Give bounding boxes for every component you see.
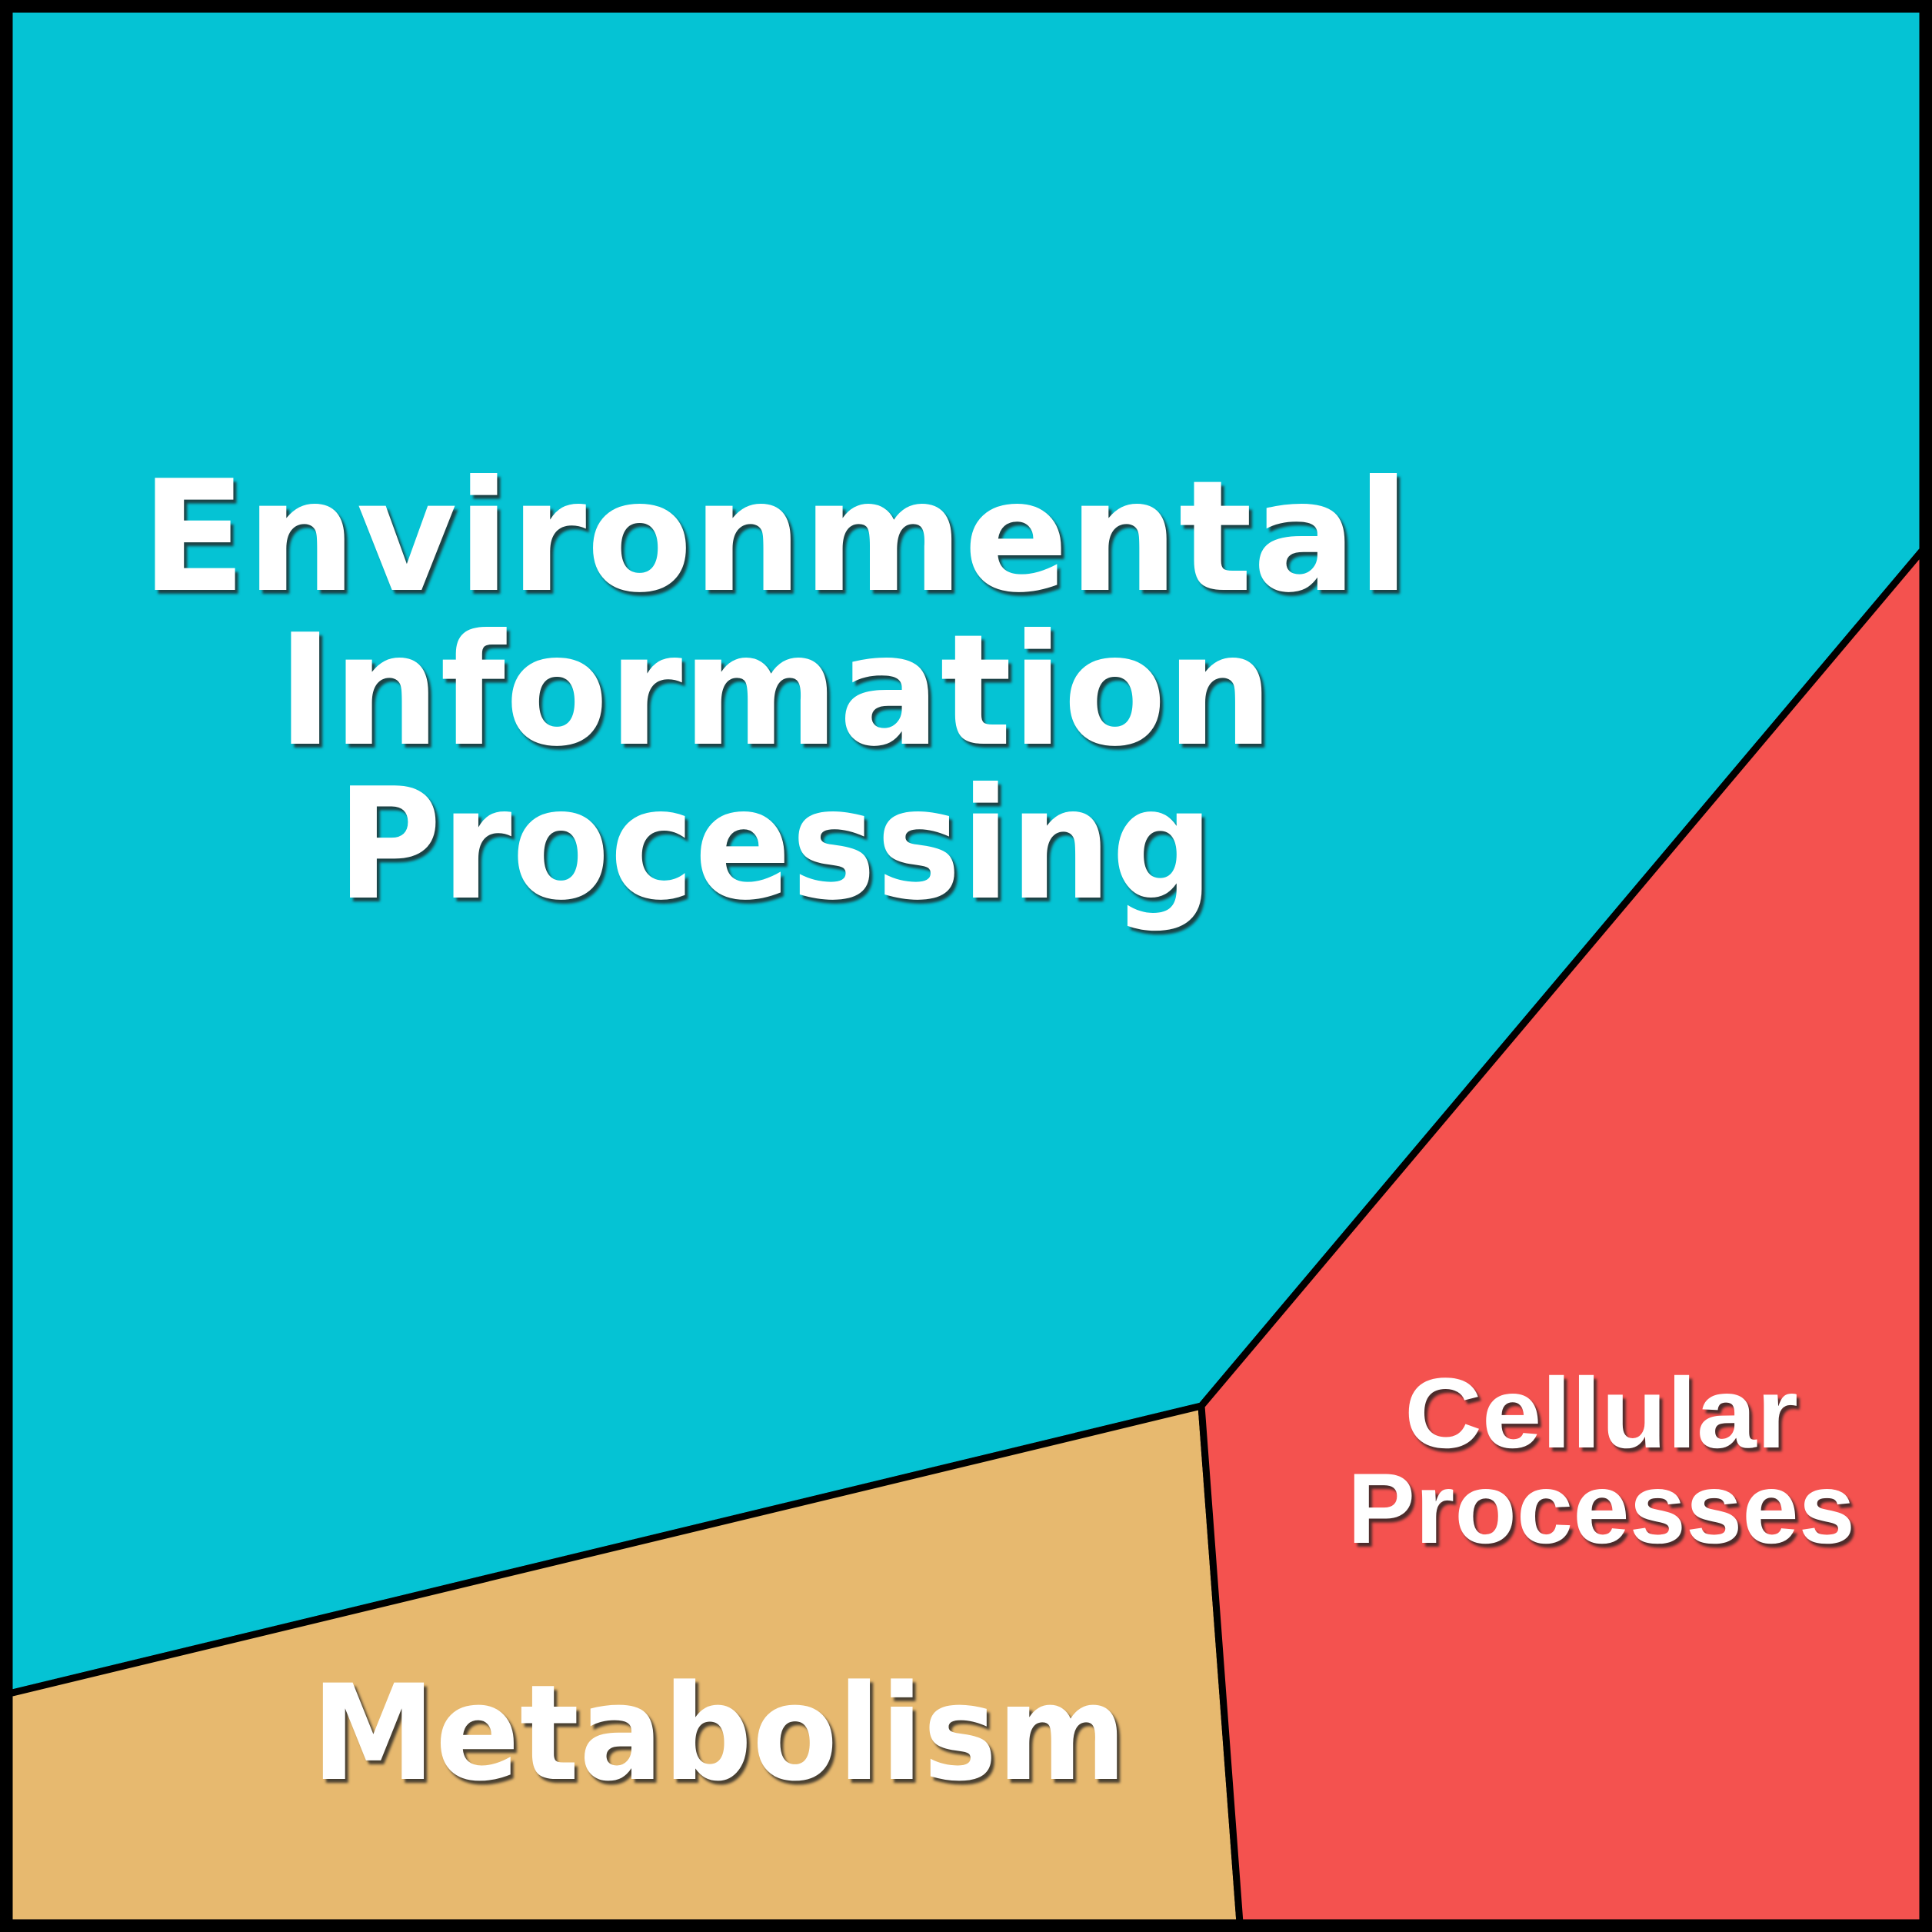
label-environmental-line2: Information (278, 601, 1274, 781)
label-cellular-line1: Cellular (1404, 1357, 1798, 1469)
label-environmental-line3: Processing (337, 755, 1214, 934)
label-environmental-line1: Environmental (141, 448, 1410, 627)
label-cellular-line2: Processes (1347, 1452, 1855, 1564)
label-metabolism: Metabolism (311, 1656, 1127, 1810)
